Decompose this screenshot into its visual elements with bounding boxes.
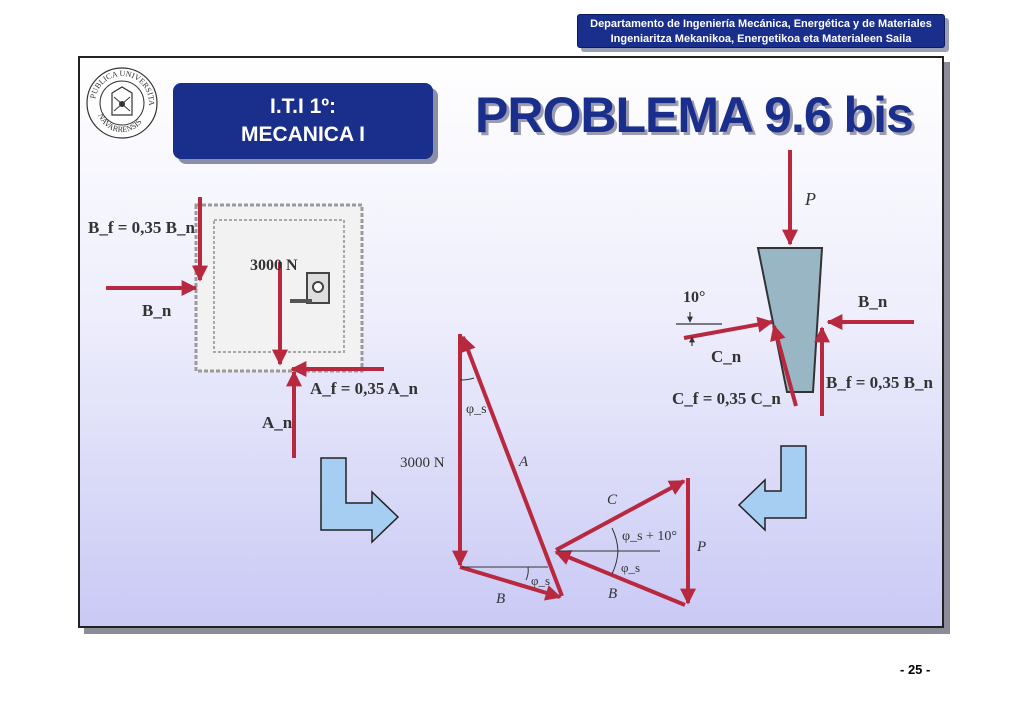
department-header-line1: Departamento de Ingeniería Mecánica, Ene… <box>590 18 932 30</box>
problem-title: PROBLEMA 9.6 bis <box>475 87 914 143</box>
triangle-left-a-side <box>460 335 564 597</box>
block-an-label: A_n <box>262 413 293 432</box>
course-line1: I.T.I 1º: <box>269 95 336 118</box>
triangle-right-p-label: P <box>696 539 706 555</box>
triangle-right-angle-bottom: φ_s <box>621 560 640 575</box>
triangle-left-b-label: B <box>496 591 505 607</box>
page-number: - 25 - <box>900 662 931 677</box>
triangle-left-a-label: A <box>518 454 529 470</box>
triangle-left-load-label: 3000 N <box>400 455 445 471</box>
wedge-cn-label: C_n <box>711 347 742 366</box>
wedge-p-label: P <box>804 189 816 209</box>
university-seal-icon: PUBLICA UNIVERSITAS NAVARRENSIS <box>83 63 158 139</box>
force-triangle-left: φ_s 3000 N A B φ_s <box>400 334 564 607</box>
wedge-figure: P 10° B_n C_n C_f = 0,35 C_n B_f = 0,35 … <box>672 150 934 416</box>
cn-arrow <box>683 316 774 340</box>
wedge-body <box>756 247 824 393</box>
cf-arrow <box>770 324 798 407</box>
block-bf-label: B_f = 0,35 B_n <box>88 218 196 237</box>
right-flow-arrow-icon <box>737 445 807 532</box>
course-box: I.T.I 1º: MECANICA I <box>173 83 433 159</box>
wedge-cf-label: C_f = 0,35 C_n <box>672 389 781 408</box>
triangle-right-c-label: C <box>607 492 618 508</box>
force-triangle-right: C φ_s + 10° P φ_s B <box>554 478 706 607</box>
triangle-left-phi-top: φ_s <box>466 402 487 417</box>
left-flow-arrow-icon <box>320 457 400 544</box>
block-load-label: 3000 N <box>250 257 298 274</box>
wedge-bn-label: B_n <box>858 292 888 311</box>
block-figure: B_f = 0,35 B_n 3000 N B_n A_f = 0,35 A_n… <box>88 197 418 458</box>
course-line2: MECANICA I <box>240 123 366 146</box>
block-bn-label: B_n <box>142 301 172 320</box>
department-header: Departamento de Ingeniería Mecánica, Ene… <box>577 14 945 48</box>
triangle-left-phi-bottom: φ_s <box>531 573 550 588</box>
department-header-line2: Ingeniaritza Mekanikoa, Energetikoa eta … <box>610 33 912 45</box>
block-af-label: A_f = 0,35 A_n <box>310 379 418 398</box>
triangle-right-b-side <box>554 550 686 607</box>
triangle-right-b-label: B <box>608 586 617 602</box>
triangle-right-angle-top: φ_s + 10° <box>622 529 677 544</box>
wedge-bf-label: B_f = 0,35 B_n <box>826 373 934 392</box>
triangle-right-c-side <box>555 479 686 552</box>
wedge-angle-label: 10° <box>683 289 705 306</box>
triangle-left-b-side <box>459 565 562 601</box>
